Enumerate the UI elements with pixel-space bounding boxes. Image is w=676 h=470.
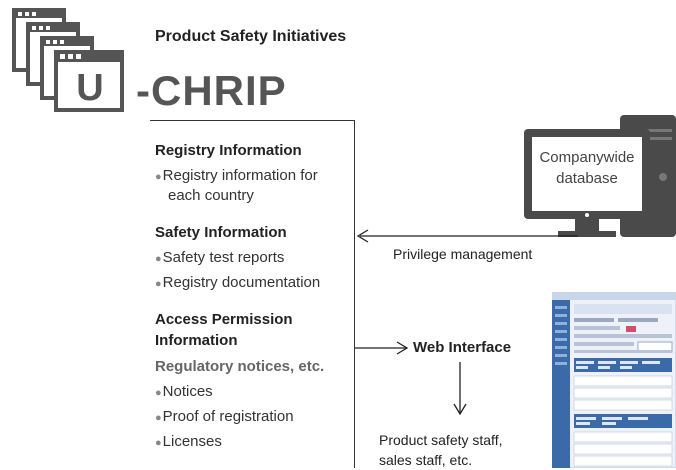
safety-item: ●Registry documentation: [155, 274, 321, 291]
logo-letter-u: U: [76, 67, 104, 109]
regulatory-notices: Regulatory notices, etc.: [155, 358, 325, 375]
frame-right-line: [354, 120, 355, 468]
privilege-management-label: Privilege management: [393, 246, 533, 262]
computer-database-icon: [524, 115, 676, 237]
safety-title: Safety Information: [155, 224, 287, 241]
registry-item-cont: each country: [168, 187, 254, 204]
registry-title: Registry Information: [155, 142, 302, 159]
web-interface-label: Web Interface: [413, 339, 512, 356]
registry-item: ●Registry information for: [155, 167, 318, 184]
privilege-arrow: [356, 229, 578, 243]
down-arrow: [453, 362, 467, 416]
staff-label: Product safety staff, sales staff, etc.: [379, 432, 503, 468]
page-subtitle: Product Safety Initiatives: [155, 28, 347, 45]
safety-item: ●Safety test reports: [155, 249, 285, 266]
web-interface-arrow: [355, 341, 409, 355]
logo-window-stack-icon: [12, 8, 124, 112]
access-item: ●Proof of registration: [155, 408, 294, 425]
access-item: ●Notices: [155, 383, 213, 400]
database-label: Companywide database: [539, 149, 635, 187]
brand-name: -CHRIP: [136, 67, 287, 114]
access-item: ●Licenses: [155, 433, 222, 450]
access-title-line1: Access Permission: [155, 311, 293, 328]
access-title-line2: Information: [155, 332, 238, 349]
frame-top-line: [150, 120, 355, 121]
web-interface-screenshot-image: [552, 292, 676, 468]
